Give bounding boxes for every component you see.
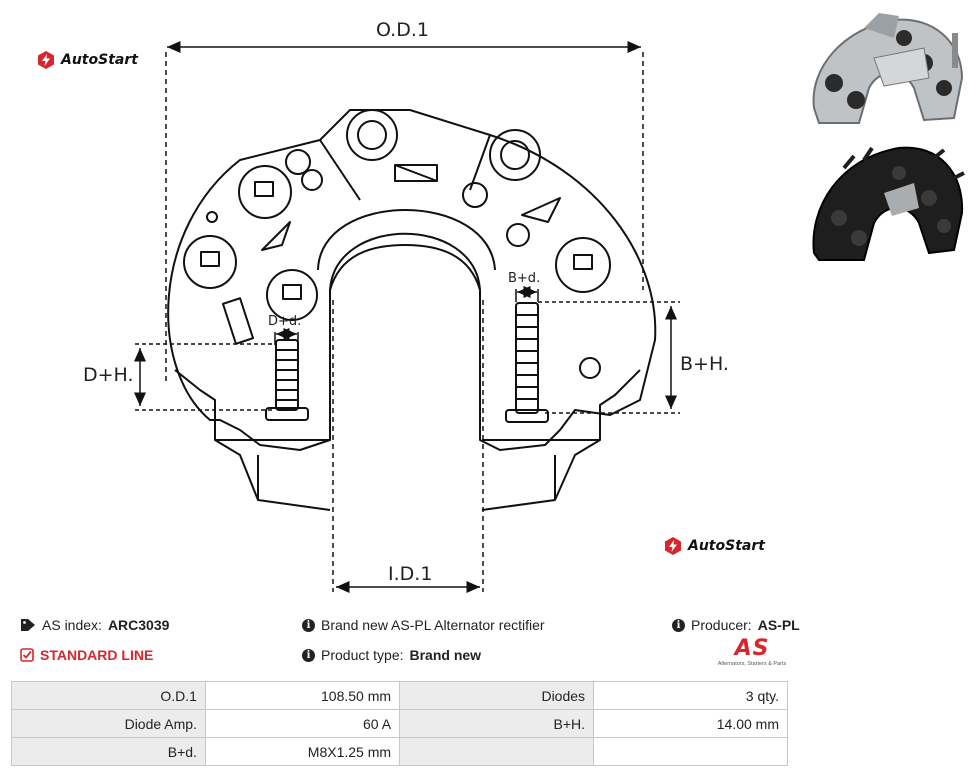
info-icon: i bbox=[302, 648, 315, 662]
product-type-label: Product type: bbox=[321, 647, 404, 663]
info-icon: i bbox=[302, 618, 315, 632]
dh-label: D+H. bbox=[83, 364, 134, 386]
table-row: Diode Amp. 60 A B+H. 14.00 mm bbox=[11, 709, 788, 738]
spec-label: B+d. bbox=[11, 737, 206, 766]
autostart-logo-icon bbox=[665, 537, 681, 555]
as-pl-tagline: Alternators, Starters & Parts bbox=[717, 661, 787, 667]
autostart-logo-icon bbox=[38, 51, 54, 69]
producer-value: AS-PL bbox=[757, 617, 800, 633]
info-icon: i bbox=[672, 618, 685, 632]
spec-value: 108.50 mm bbox=[204, 681, 401, 710]
product-photo-top bbox=[812, 13, 964, 124]
as-index-value: ARC3039 bbox=[107, 617, 170, 633]
od1-label: O.D.1 bbox=[376, 19, 429, 41]
bh-label: B+H. bbox=[680, 353, 729, 375]
spec-label: O.D.1 bbox=[11, 681, 206, 710]
description-text: Brand new AS-PL Alternator rectifier bbox=[321, 617, 545, 633]
product-type-value: Brand new bbox=[409, 647, 482, 663]
autostart-logo-text: AutoStart bbox=[688, 538, 765, 554]
spec-label bbox=[399, 737, 595, 766]
table-row: B+d. M8X1.25 mm bbox=[11, 737, 788, 766]
description-row: i Brand new AS-PL Alternator rectifier bbox=[302, 617, 545, 633]
autostart-logo-top: AutoStart bbox=[36, 50, 138, 70]
autostart-logo-text: AutoStart bbox=[61, 52, 138, 68]
as-index-row: AS index: ARC3039 bbox=[20, 617, 169, 633]
spec-value: 14.00 mm bbox=[593, 709, 788, 738]
bd-label: B+d. bbox=[508, 271, 541, 286]
autostart-logo-bottom: AutoStart bbox=[663, 536, 765, 556]
rectifier-technical-drawing bbox=[134, 41, 680, 593]
as-index-label: AS index: bbox=[42, 617, 102, 633]
spec-label: Diode Amp. bbox=[11, 709, 206, 738]
producer-row: i Producer: AS-PL bbox=[672, 617, 800, 633]
tag-icon bbox=[21, 619, 35, 631]
as-pl-logo: AS Alternators, Starters & Parts bbox=[712, 637, 792, 668]
spec-label: B+H. bbox=[399, 709, 595, 738]
checkbox-icon bbox=[20, 648, 34, 662]
id1-label: I.D.1 bbox=[388, 563, 433, 585]
spec-value: 3 qty. bbox=[593, 681, 788, 710]
spec-value: M8X1.25 mm bbox=[204, 737, 401, 766]
as-pl-logo-mark: AS bbox=[734, 636, 770, 661]
producer-label: Producer: bbox=[691, 617, 752, 633]
spec-table: O.D.1 108.50 mm Diodes 3 qty. Diode Amp.… bbox=[11, 681, 788, 766]
dd-label: D+d. bbox=[268, 314, 302, 329]
spec-value bbox=[593, 737, 788, 766]
standard-line-badge: STANDARD LINE bbox=[20, 647, 153, 663]
product-photo-bottom bbox=[812, 146, 965, 261]
standard-line-label: STANDARD LINE bbox=[40, 647, 154, 663]
spec-value: 60 A bbox=[204, 709, 401, 738]
spec-label: Diodes bbox=[399, 681, 595, 710]
product-type-row: i Product type: Brand new bbox=[302, 647, 481, 663]
table-row: O.D.1 108.50 mm Diodes 3 qty. bbox=[11, 681, 788, 710]
